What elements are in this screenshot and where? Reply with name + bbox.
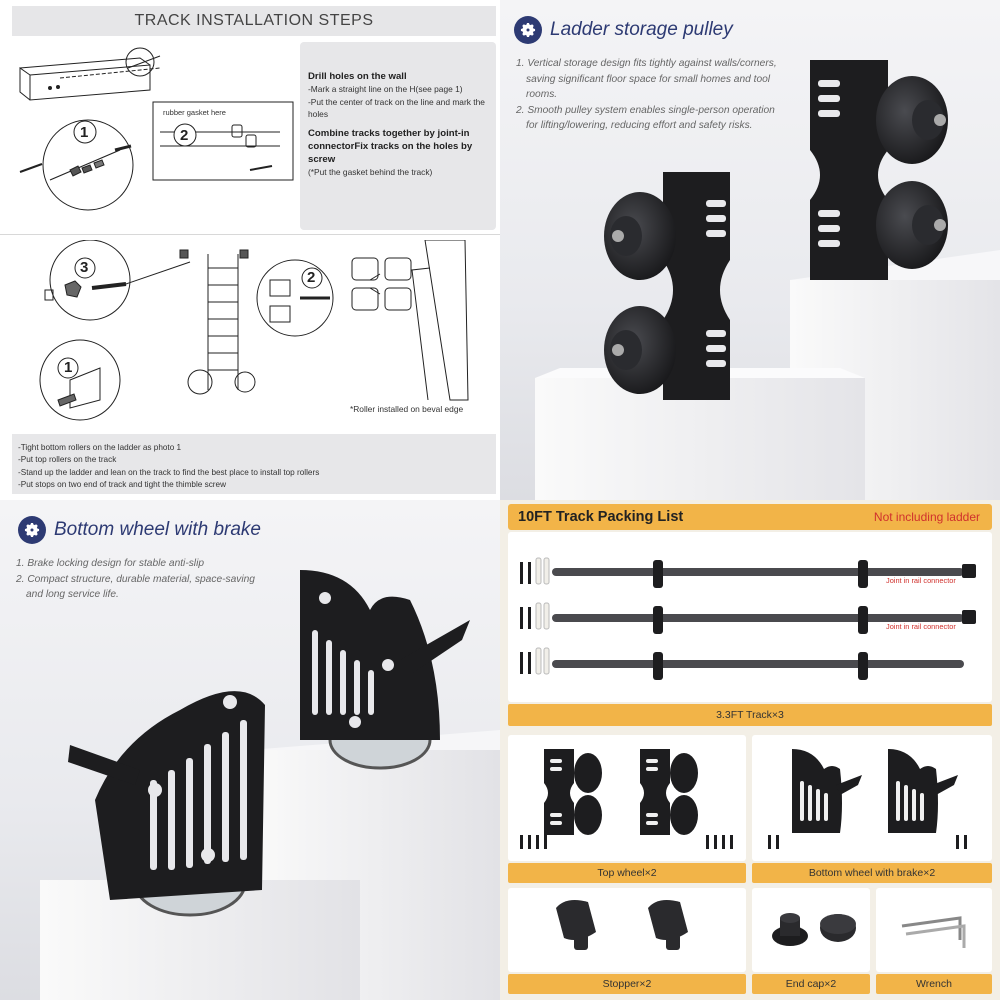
tracks-cell: Joint in rail connector Joint in rail co…	[508, 532, 992, 702]
end-cap-label: End cap×2	[752, 974, 870, 994]
brake-title: Bottom wheel with brake	[54, 519, 261, 540]
drill-heading: Drill holes on the wall	[308, 71, 407, 82]
brake-point-1: 1. Brake locking design for stable anti-…	[16, 558, 205, 569]
pulley-feature-list: 1. Vertical storage design fits tightly …	[516, 56, 777, 134]
drill-line-2: -Put the center of track on the line and…	[308, 96, 485, 120]
pulley-panel: Ladder storage pulley 1. Vertical storag…	[500, 0, 1000, 500]
step-2b-number: 2	[307, 269, 316, 286]
stopper-label: Stopper×2	[508, 974, 746, 994]
step-1-badge	[73, 120, 97, 144]
step-1b-badge	[57, 357, 79, 379]
ladder-roller-illustration	[39, 240, 469, 421]
step-2b-badge	[301, 267, 323, 289]
stopper-cell	[508, 888, 746, 972]
wrench-cell	[876, 888, 992, 972]
combine-heading: Combine tracks together by joint-in conn…	[308, 127, 473, 165]
combine-note: (*Put the gasket behind the track)	[308, 166, 433, 177]
pulley-point-1a: 1. Vertical storage design fits tightly …	[516, 58, 777, 69]
gear-icon	[514, 16, 542, 44]
brake-feature-list: 1. Brake locking design for stable anti-…	[16, 556, 255, 603]
packing-list-header: 10FT Track Packing List Not including la…	[508, 504, 992, 530]
joint-label-2: Joint in rail connector	[886, 622, 956, 631]
step-3-number: 3	[80, 259, 89, 276]
tracks-illustration	[520, 557, 976, 680]
brake-wheel-product-photo	[40, 570, 500, 1000]
installation-panel: TRACK INSTALLATION STEPS	[0, 0, 500, 500]
gear-icon	[18, 516, 46, 544]
not-including-note: Not including ladder	[873, 510, 980, 524]
wrench-illustration	[901, 916, 966, 948]
top-wheel-cell	[508, 735, 746, 861]
brake-heading: Bottom wheel with brake	[18, 516, 261, 544]
gasket-note: rubber gasket here	[163, 108, 226, 117]
end-cap-cell	[752, 888, 870, 972]
brake-point-2a: 2. Compact structure, durable material, …	[16, 573, 255, 585]
drill-line-1: -Mark a straight line on the H(see page …	[308, 84, 463, 94]
packing-list-title: 10FT Track Packing List	[518, 509, 684, 525]
top-wheel-illustration	[520, 749, 733, 849]
roller-note: *Roller installed on beval edge	[350, 404, 464, 414]
brake-point-2b: and long service life.	[26, 589, 119, 600]
pulley-heading: Ladder storage pulley	[514, 16, 733, 44]
section-divider	[0, 234, 500, 235]
pulley-title: Ladder storage pulley	[550, 19, 733, 40]
track-count-label: 3.3FT Track×3	[508, 704, 992, 726]
installation-title: TRACK INSTALLATION STEPS	[12, 6, 496, 36]
pulley-product-photo	[535, 60, 1000, 500]
pulley-point-2b: for lifting/lowering, reducing effort an…	[526, 120, 753, 131]
brake-wheel-panel: Bottom wheel with brake 1. Brake locking…	[0, 500, 500, 1000]
joint-label-1: Joint in rail connector	[886, 576, 956, 585]
wrench-label: Wrench	[876, 974, 992, 994]
ladder-step-3: -Stand up the ladder and lean on the tra…	[18, 467, 320, 477]
ladder-step-1: -Tight bottom rollers on the ladder as p…	[18, 443, 182, 452]
ladder-step-2: -Put top rollers on the track	[18, 455, 117, 465]
stopper-illustration	[556, 900, 688, 950]
step-2-number: 2	[180, 127, 189, 144]
drill-instructions-box: Drill holes on the wall -Mark a straight…	[300, 42, 496, 230]
pulley-point-1c: rooms.	[526, 89, 558, 100]
step-1-number: 1	[80, 124, 89, 141]
wall-mounting-illustration	[19, 47, 294, 211]
ladder-steps-box: -Tight bottom rollers on the ladder as p…	[12, 434, 496, 494]
step-3-badge	[74, 257, 96, 279]
pulley-point-1b: saving significant floor space for small…	[526, 73, 771, 85]
step-1b-number: 1	[64, 359, 73, 376]
bottom-wheel-label: Bottom wheel with brake×2	[752, 863, 992, 883]
ladder-step-4: -Put stops on two end of track and tight…	[18, 479, 226, 489]
pulley-point-2a: 2. Smooth pulley system enables single-p…	[516, 104, 775, 116]
bottom-wheel-illustration	[768, 749, 967, 849]
top-wheel-label: Top wheel×2	[508, 863, 746, 883]
bottom-wheel-cell	[752, 735, 992, 861]
step-2-badge	[173, 123, 197, 147]
end-cap-illustration	[772, 913, 856, 946]
